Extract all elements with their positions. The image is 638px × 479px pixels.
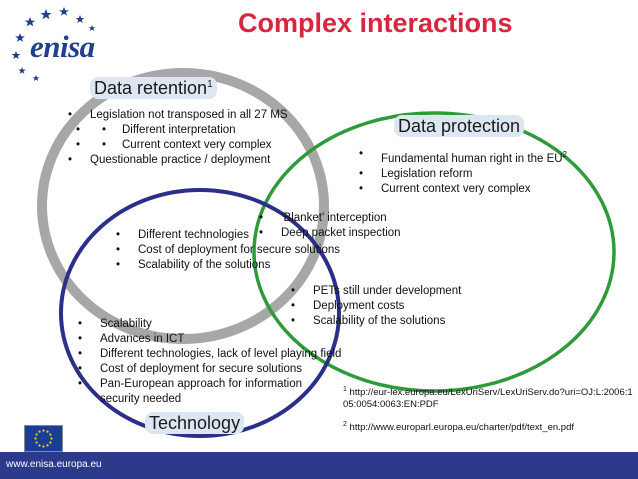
- data-retention-heading: Data retention1: [90, 77, 217, 99]
- list-item-continuation: security needed: [100, 393, 182, 405]
- data-protection-list: Fundamental human right in the EU2 Legis…: [359, 147, 567, 197]
- list-item: PETs still under development: [291, 284, 461, 299]
- list-item: Different technologies: [116, 228, 340, 243]
- retention-technology-overlap-list: Different technologies Cost of deploymen…: [116, 228, 340, 273]
- technology-list: Scalability Advances in ICT Different te…: [78, 317, 341, 407]
- list-item: Pan-European approach for information: [78, 377, 341, 392]
- list-item: •Different interpretation: [68, 123, 288, 138]
- list-item: Different technologies, lack of level pl…: [78, 347, 341, 362]
- protection-technology-overlap-list: PETs still under development Deployment …: [291, 284, 461, 329]
- footer-url-link[interactable]: www.enisa.europa.eu: [6, 459, 102, 470]
- list-item: Current context very complex: [359, 182, 567, 197]
- list-item: Advances in ICT: [78, 332, 341, 347]
- technology-heading: Technology: [145, 412, 245, 434]
- list-item: Scalability of the solutions: [116, 258, 340, 273]
- list-item: Cost of deployment for secure solutions: [116, 243, 340, 258]
- footnotes: 1 http://eur-lex.europa.eu/LexUriServ/Le…: [343, 384, 633, 434]
- footnote-1: 1 http://eur-lex.europa.eu/LexUriServ/Le…: [343, 386, 633, 411]
- list-item: Questionable practice / deployment: [68, 153, 288, 168]
- list-item: Cost of deployment for secure solutions: [78, 362, 341, 377]
- slide-title: Complex interactions: [238, 8, 513, 38]
- data-protection-heading: Data protection: [394, 115, 525, 137]
- footnote-ref-1: 1: [207, 79, 213, 90]
- list-item: •Current context very complex: [68, 138, 288, 153]
- enisa-logo-stars-icon: [11, 7, 96, 81]
- list-item: Legislation not transposed in all 27 MS: [68, 108, 288, 123]
- footnote-1-link[interactable]: http://eur-lex.europa.eu/LexUriServ/LexU…: [343, 387, 633, 411]
- list-item: Fundamental human right in the EU2: [359, 147, 567, 167]
- eu-flag-icon: [24, 425, 63, 452]
- enisa-logo-text: enisa: [30, 29, 95, 64]
- footnote-2: 2 http://www.europarl.europa.eu/charter/…: [343, 421, 574, 434]
- data-retention-list: Legislation not transposed in all 27 MS …: [68, 108, 288, 168]
- footer-bar: [0, 452, 638, 479]
- list-item: Deployment costs: [291, 299, 461, 314]
- list-item: ‘Blanket’ interception: [259, 211, 401, 226]
- footnote-2-link[interactable]: http://www.europarl.europa.eu/charter/pd…: [349, 422, 574, 434]
- list-item: Legislation reform: [359, 167, 567, 182]
- list-item: Scalability: [78, 317, 341, 332]
